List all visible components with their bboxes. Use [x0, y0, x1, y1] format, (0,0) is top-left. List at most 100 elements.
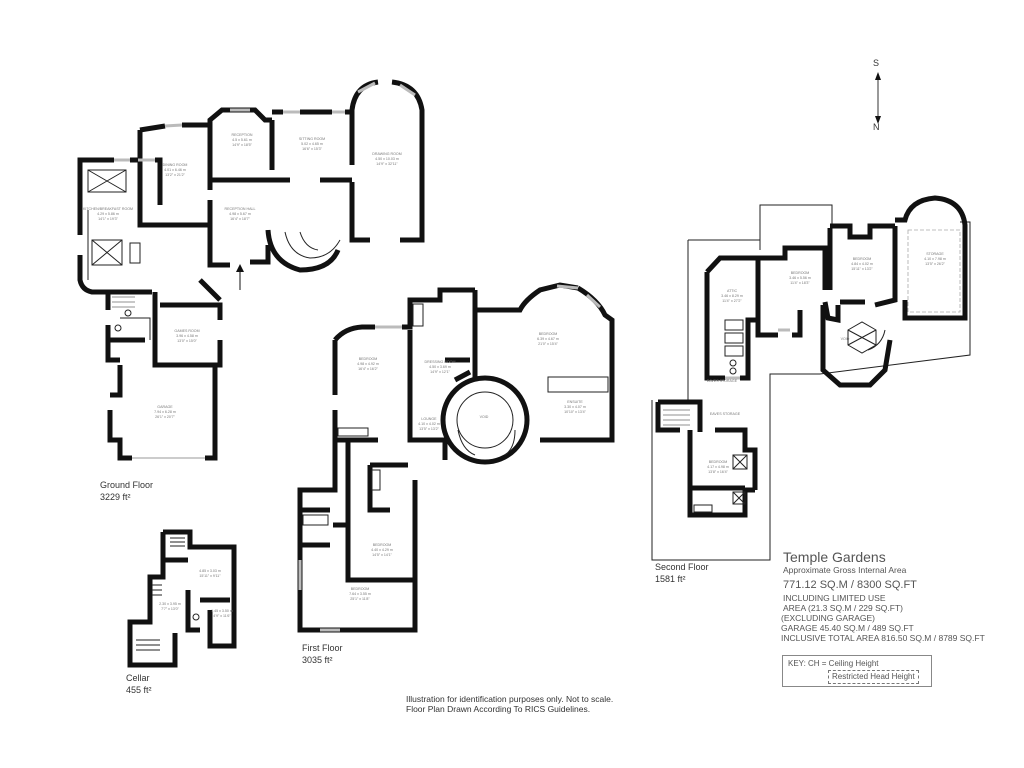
compass-north-label: N [873, 122, 880, 132]
svg-text:VOID: VOID [841, 337, 850, 341]
svg-text:STORAGE: STORAGE [926, 252, 944, 256]
svg-text:13'2" x 21'2": 13'2" x 21'2" [165, 173, 185, 177]
svg-text:3.30 x 4.07 m: 3.30 x 4.07 m [564, 405, 586, 409]
excluding-garage: (EXCLUDING GARAGE) [781, 613, 875, 623]
svg-text:BEDROOM: BEDROOM [373, 543, 392, 547]
svg-text:5.02 x 4.65 m: 5.02 x 4.65 m [301, 142, 323, 146]
svg-text:GARAGE: GARAGE [157, 405, 173, 409]
svg-text:EAVES STORAGE: EAVES STORAGE [710, 412, 741, 416]
svg-text:LOUNGE: LOUNGE [421, 417, 437, 421]
key-ceiling-height: KEY: CH = Ceiling Height [788, 659, 879, 668]
svg-text:BEDROOM: BEDROOM [359, 357, 378, 361]
svg-text:EAVES STORAGE: EAVES STORAGE [707, 379, 738, 383]
svg-text:4.85 x 3.03 m: 4.85 x 3.03 m [199, 569, 221, 573]
svg-text:15'11" x 9'11": 15'11" x 9'11" [199, 574, 221, 578]
svg-text:ENSUITE: ENSUITE [567, 400, 583, 404]
svg-text:14'9" x 12'1": 14'9" x 12'1" [430, 370, 450, 374]
disclaimer: Illustration for identification purposes… [406, 694, 613, 714]
disclaimer-line1: Illustration for identification purposes… [406, 694, 614, 704]
limited-use-line1: INCLUDING LIMITED USE [783, 593, 886, 603]
area-subtitle: Approximate Gross Internal Area [783, 565, 907, 575]
svg-text:4.50 x 3.69 m: 4.50 x 3.69 m [429, 365, 451, 369]
svg-text:11'4" x 27'2": 11'4" x 27'2" [722, 299, 742, 303]
cellar-plan [127, 529, 237, 668]
svg-text:4.98 x 5.67 m: 4.98 x 5.67 m [229, 212, 251, 216]
svg-text:25'1" x 11'8": 25'1" x 11'8" [350, 597, 370, 601]
second-floor-plan [651, 195, 971, 561]
second-floor-label: Second Floor 1581 ft² [655, 561, 709, 585]
svg-text:BEDROOM: BEDROOM [791, 271, 810, 275]
svg-text:14'9" x 32'11": 14'9" x 32'11" [376, 162, 398, 166]
svg-text:26'1" x 20'7": 26'1" x 20'7" [155, 415, 175, 419]
room-labels: KITCHEN/BREAKFAST ROOM 4.29 x 5.86 m 14'… [83, 133, 946, 618]
svg-text:RECEPTION: RECEPTION [232, 133, 253, 137]
svg-text:3.46 x 8.29 m: 3.46 x 8.29 m [721, 294, 743, 298]
svg-text:4.10 x 4.02 m: 4.10 x 4.02 m [418, 422, 440, 426]
svg-text:DRAWING ROOM: DRAWING ROOM [372, 152, 401, 156]
svg-text:DINING ROOM: DINING ROOM [163, 163, 188, 167]
svg-text:6.39 x 4.67 m: 6.39 x 4.67 m [537, 337, 559, 341]
svg-text:GAMES ROOM: GAMES ROOM [174, 329, 199, 333]
svg-text:10'10" x 13'4": 10'10" x 13'4" [564, 410, 586, 414]
svg-text:1.45 x 3.50 m: 1.45 x 3.50 m [211, 609, 233, 613]
svg-text:4.5 x 5.61 m: 4.5 x 5.61 m [232, 138, 252, 142]
compass-south-label: S [873, 58, 880, 68]
ground-floor-area: 3229 ft² [100, 492, 131, 502]
svg-text:ATTIC: ATTIC [727, 289, 738, 293]
entrance-arrow-icon [236, 264, 244, 290]
svg-text:BEDROOM: BEDROOM [351, 587, 370, 591]
svg-text:DRESSING ROOM: DRESSING ROOM [425, 360, 456, 364]
svg-text:3.46 x 5.56 m: 3.46 x 5.56 m [789, 276, 811, 280]
first-floor-plan [297, 282, 615, 633]
svg-text:13'5" x 13'2": 13'5" x 13'2" [419, 427, 439, 431]
svg-text:7'7" x 13'0": 7'7" x 13'0" [161, 607, 179, 611]
property-title: Temple Gardens [783, 549, 886, 565]
svg-text:4.50 x 10.03 m: 4.50 x 10.03 m [375, 157, 399, 161]
svg-text:16'4" x 18'7": 16'4" x 18'7" [230, 217, 250, 221]
svg-text:3.96 x 4.58 m: 3.96 x 4.58 m [176, 334, 198, 338]
svg-text:SITTING ROOM: SITTING ROOM [299, 137, 325, 141]
compass: S N [868, 58, 888, 138]
svg-text:4.98 x 4.92 m: 4.98 x 4.92 m [357, 362, 379, 366]
svg-text:4.01 x 6.46 m: 4.01 x 6.46 m [164, 168, 186, 172]
second-floor-area: 1581 ft² [655, 574, 686, 584]
limited-use-line2: AREA (21.3 SQ.M / 229 SQ.FT) [783, 603, 903, 613]
first-floor-label: First Floor 3035 ft² [302, 642, 343, 666]
svg-text:4.40 x 4.29 m: 4.40 x 4.29 m [371, 548, 393, 552]
total-area: 771.12 SQ.M / 8300 SQ.FT [783, 579, 917, 591]
cellar-label: Cellar 455 ft² [126, 672, 152, 696]
first-floor-area: 3035 ft² [302, 655, 333, 665]
svg-text:11'4" x 18'3": 11'4" x 18'3" [790, 281, 810, 285]
svg-text:BEDROOM: BEDROOM [853, 257, 872, 261]
legend-key: KEY: CH = Ceiling Height Restricted Head… [782, 655, 932, 687]
svg-text:BEDROOM: BEDROOM [539, 332, 558, 336]
svg-text:KITCHEN/BREAKFAST ROOM: KITCHEN/BREAKFAST ROOM [83, 207, 133, 211]
property-info: Temple Gardens Approximate Gross Interna… [781, 549, 985, 643]
svg-text:RECEPTION HALL: RECEPTION HALL [225, 207, 256, 211]
svg-text:7.94 x 6.28 m: 7.94 x 6.28 m [154, 410, 176, 414]
svg-text:21'0" x 15'4": 21'0" x 15'4" [538, 342, 558, 346]
svg-text:4'9" x 11'6": 4'9" x 11'6" [213, 614, 231, 618]
second-floor-name: Second Floor [655, 562, 709, 572]
svg-text:4.84 x 4.02 m: 4.84 x 4.02 m [851, 262, 873, 266]
svg-text:16'6" x 15'3": 16'6" x 15'3" [302, 147, 322, 151]
svg-text:VOID: VOID [480, 415, 489, 419]
ground-floor-name: Ground Floor [100, 480, 154, 490]
svg-text:15'11" x 13'2": 15'11" x 13'2" [851, 267, 873, 271]
svg-text:4.29 x 5.86 m: 4.29 x 5.86 m [97, 212, 119, 216]
garage-area: GARAGE 45.40 SQ.M / 489 SQ.FT [781, 623, 914, 633]
svg-text:4.10 x 7.98 m: 4.10 x 7.98 m [924, 257, 946, 261]
svg-text:13'8" x 16'4": 13'8" x 16'4" [708, 470, 728, 474]
svg-text:13'0" x 15'0": 13'0" x 15'0" [177, 339, 197, 343]
cellar-area: 455 ft² [126, 685, 152, 695]
svg-text:14'5" x 14'1": 14'5" x 14'1" [372, 553, 392, 557]
svg-text:4.17 x 4.98 m: 4.17 x 4.98 m [707, 465, 729, 469]
north-south-arrow-icon [875, 72, 881, 124]
ground-floor-label: Ground Floor 3229 ft² [100, 479, 153, 503]
first-floor-name: First Floor [302, 643, 343, 653]
svg-text:14'9" x 18'5": 14'9" x 18'5" [232, 143, 252, 147]
disclaimer-line2: Floor Plan Drawn According To RICS Guide… [406, 704, 591, 714]
ground-floor-plan [77, 79, 425, 461]
svg-text:2.30 x 3.95 m: 2.30 x 3.95 m [159, 602, 181, 606]
